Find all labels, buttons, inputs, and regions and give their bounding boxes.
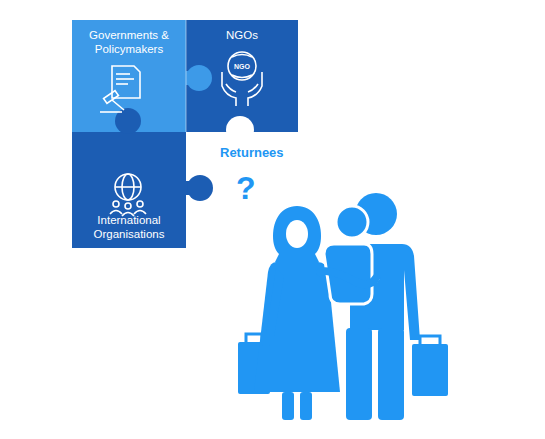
returnees-label: Returnees <box>220 146 284 159</box>
piece-seam <box>186 20 187 132</box>
government-icon <box>100 66 140 112</box>
puzzle-tab <box>186 65 212 91</box>
international-icon <box>110 174 146 216</box>
icon-text: NGO <box>234 63 250 70</box>
puzzle-piece-international: International Organisations <box>72 132 186 248</box>
piece-label: Governments & Policymakers <box>78 29 180 57</box>
puzzle-notch <box>232 120 248 132</box>
puzzle-notch <box>226 116 254 144</box>
puzzle-tab <box>187 175 213 201</box>
piece-label: International Organisations <box>78 214 180 242</box>
puzzle-piece-ngos: NGOs <box>186 20 298 132</box>
piece-label: NGOs <box>226 29 258 43</box>
family-figure <box>238 193 448 420</box>
puzzle-piece <box>186 20 298 132</box>
puzzle-piece-governments: Governments & Policymakers <box>72 20 186 132</box>
puzzle-piece <box>72 132 186 248</box>
question-mark: ? <box>236 172 256 204</box>
ngo-icon <box>222 52 262 106</box>
